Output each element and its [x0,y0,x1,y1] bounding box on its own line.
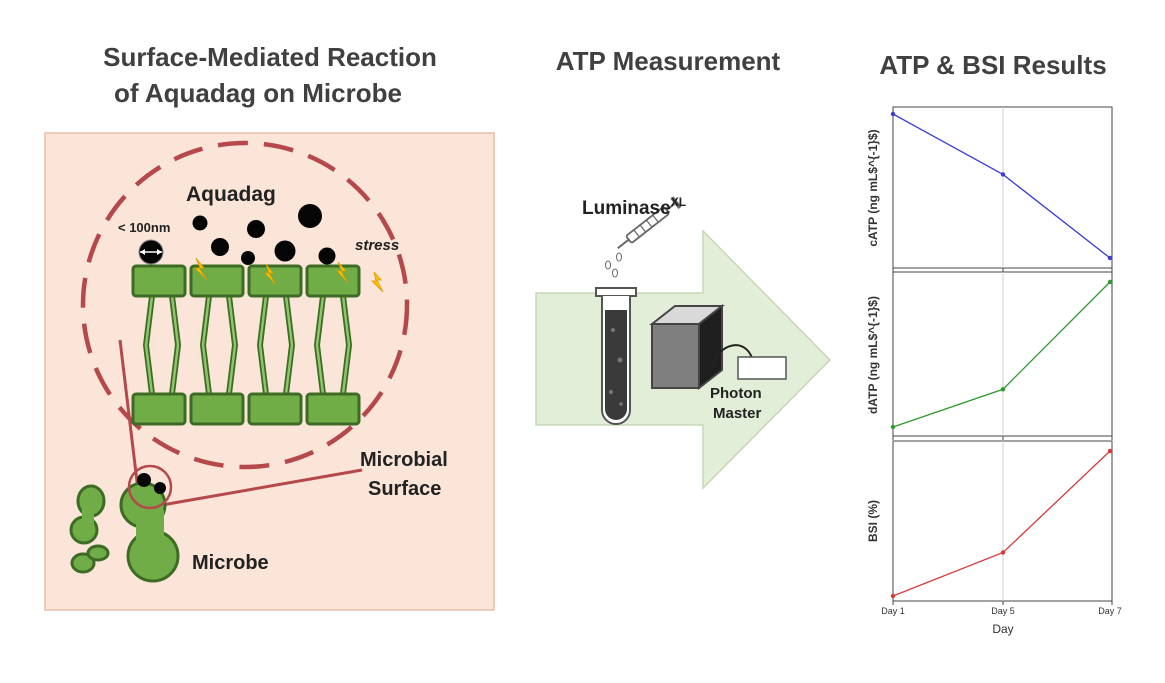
size-label: < 100nm [118,220,170,235]
x-tick-label-day7: Day 7 [1098,606,1122,616]
catp-chart: cATP (ng mL$^{-1}$) [866,106,1113,272]
zoom-line [161,468,363,507]
photon-master-device [649,303,787,391]
datp-chart: dATP (ng mL$^{-1}$) [866,271,1113,440]
x-tick-label-day1: Day 1 [881,606,905,616]
device-label-line2: Master [713,405,762,422]
bsi-chart: BSI (%) Day 1 Day 5 Day 7 Day [866,440,1122,636]
datp-point-3 [1107,279,1113,285]
microbe-bound-particles [137,473,166,494]
bsi-axis-label: BSI (%) [866,500,880,542]
zoom-dashed-circle [80,140,410,470]
aquadag-particles [192,204,336,265]
datp-point-2 [1000,387,1006,392]
lipid-heads-bottom [131,392,361,426]
left-title-line1: Surface-Mediated Reaction [103,42,437,72]
catp-point-2 [1000,172,1006,177]
catp-axis-label: cATP (ng mL$^{-1}$) [866,129,880,246]
pipette-icon [605,196,682,278]
x-tick-label-day5: Day 5 [991,606,1015,616]
catp-point-1 [890,111,896,117]
atp-measurement-panel: LuminaseXL Photon Master [535,195,832,490]
lipid-heads-top [131,264,361,298]
device-label-line1: Photon [710,385,762,402]
reagent-superscript: XL [671,195,686,209]
stress-bolt-icons [194,257,384,293]
bsi-point-3 [1107,448,1113,454]
surface-reaction-panel: Aquadag < 100nm stress Microbial Surface… [44,132,495,611]
left-title-line2: of Aquadag on Microbe [114,78,402,108]
datp-axis-label: dATP (ng mL$^{-1}$) [866,296,880,414]
right-title: ATP & BSI Results [879,50,1106,80]
datp-point-1 [890,424,896,430]
stress-label: stress [355,237,399,254]
panel-background [44,132,495,611]
results-charts: cATP (ng mL$^{-1}$) dATP (ng mL$^{-1}$) … [866,106,1122,636]
middle-title: ATP Measurement [556,46,781,76]
test-tube-icon [595,287,637,425]
bsi-point-2 [1000,550,1006,555]
size-scale-particle [138,239,164,265]
reagent-name: Luminase [582,198,671,219]
microbe-cells [69,481,180,583]
bsi-point-1 [890,593,896,599]
microbe-zoom-circle [127,464,173,510]
microbial-surface-label-line2: Surface [368,478,441,500]
aquadag-label: Aquadag [186,183,276,206]
lipid-tails-inner [144,294,351,396]
x-axis-label: Day [992,622,1013,636]
microbial-surface-label-line1: Microbial [360,449,448,471]
microbe-label: Microbe [192,552,269,574]
reagent-label: LuminaseXL [582,195,686,219]
catp-point-3 [1107,255,1113,261]
